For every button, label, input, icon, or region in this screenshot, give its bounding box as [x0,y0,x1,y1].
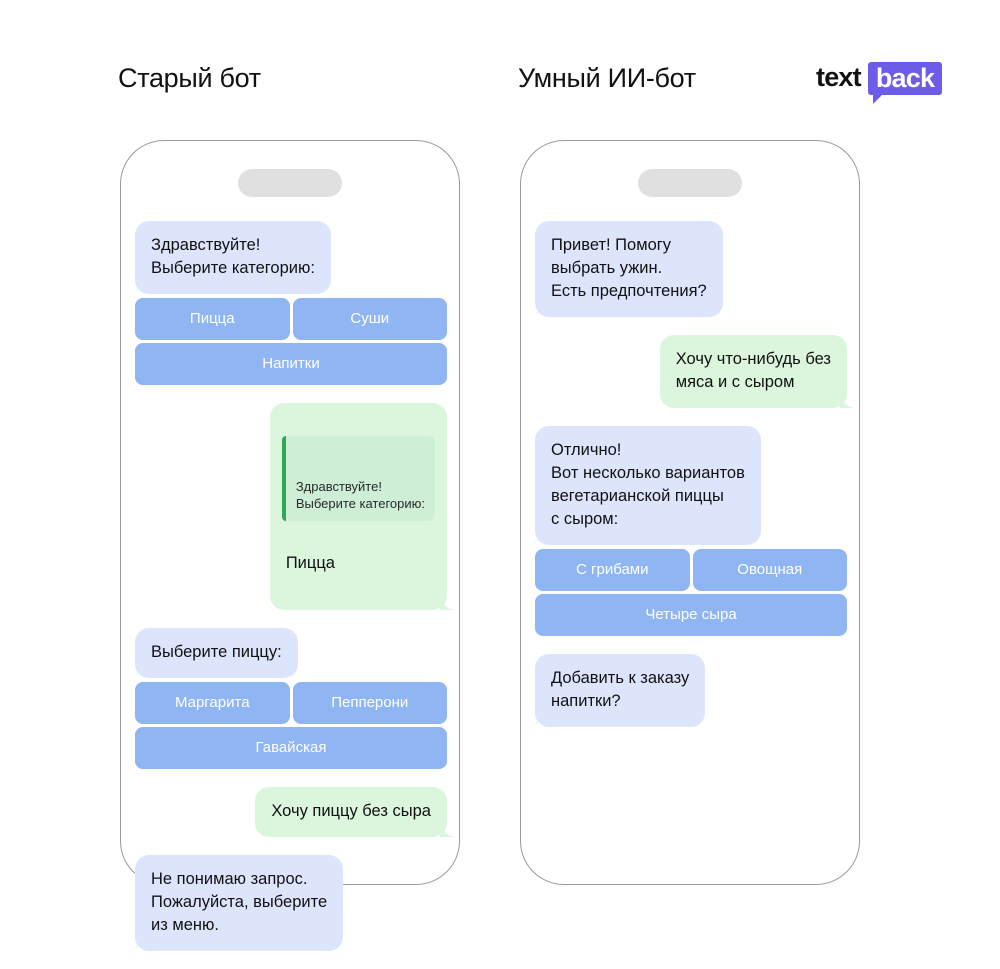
message-bubble-user-no-cheese: Хочу пиццу без сыра [255,787,447,837]
column-title-old-bot: Старый бот [118,63,261,93]
logo-bubble-part: back [875,63,935,93]
quick-reply-four-cheese[interactable]: Четыре сыра [535,594,847,636]
textback-logo: text back [816,62,943,104]
chat-screen-old-bot: Здравствуйте! Выберите категорию: Пицца … [121,221,461,969]
message-bubble-ai-greeting: Привет! Помогу выбрать ужин. Есть предпо… [535,221,723,317]
message-row: Отлично! Вот несколько вариантов вегетар… [535,426,847,545]
quick-reply-margarita[interactable]: Маргарита [135,682,290,724]
message-bubble-choose-pizza: Выберите пиццу: [135,628,298,678]
message-bubble-ai-suggestions: Отлично! Вот несколько вариантов вегетар… [535,426,761,545]
quick-reply-mushroom[interactable]: С грибами [535,549,690,591]
quoted-message-text: Здравствуйте! Выберите категорию: [295,479,425,511]
message-bubble-user-preference: Хочу что-нибудь без мяса и с сыром [659,335,847,408]
page-header: Старый бот Умный ИИ-бот text back [0,0,1000,130]
quick-reply-vegetable[interactable]: Овощная [692,549,847,591]
column-title-ai-bot: Умный ИИ-бот [518,63,696,93]
message-bubble-old-bot-greeting: Здравствуйте! Выберите категорию: [135,221,331,294]
quick-reply-row: Пицца Суши [135,298,447,340]
message-row: Здравствуйте! Выберите категорию: [135,221,447,294]
message-row: Привет! Помогу выбрать ужин. Есть предпо… [535,221,847,317]
phone-notch-icon [238,169,342,197]
quote-accent-bar [281,436,286,521]
message-bubble-ai-upsell: Добавить к заказу напитки? [535,654,706,727]
quick-reply-pepperoni[interactable]: Пепперони [292,682,447,724]
message-bubble-user-pizza-quoted: Здравствуйте! Выберите категорию: Пицца [269,403,447,610]
message-text-user-pizza: Пицца [285,554,335,572]
quick-replies-suggestions: С грибами Овощная Четыре сыра [535,549,847,636]
logo-bubble-icon: back [867,62,943,104]
quick-reply-drinks[interactable]: Напитки [135,343,447,385]
quick-reply-row: Гавайская [135,727,447,769]
message-row: Хочу что-нибудь без мяса и с сыром [535,335,847,408]
message-row: Не понимаю запрос. Пожалуйста, выберите … [135,855,447,951]
message-row: Хочу пиццу без сыра [135,787,447,837]
message-row: Здравствуйте! Выберите категорию: Пицца [135,403,447,610]
message-bubble-fallback: Не понимаю запрос. Пожалуйста, выберите … [135,855,344,951]
logo-text-part: text [816,62,862,92]
quick-replies-pizzas: Маргарита Пепперони Гавайская [135,682,447,769]
message-row: Выберите пиццу: [135,628,447,678]
quoted-message: Здравствуйте! Выберите категорию: [281,436,435,521]
quick-reply-row: С грибами Овощная [535,549,847,591]
quick-reply-row: Напитки [135,343,447,385]
quick-reply-sushi[interactable]: Суши [292,298,447,340]
quick-reply-row: Четыре сыра [535,594,847,636]
quick-reply-row: Маргарита Пепперони [135,682,447,724]
quick-replies-categories: Пицца Суши Напитки [135,298,447,385]
quick-reply-pizza[interactable]: Пицца [135,298,290,340]
phone-mockup-old-bot: Здравствуйте! Выберите категорию: Пицца … [120,140,460,951]
phone-notch-icon [638,169,742,197]
phone-mockup-ai-bot: Привет! Помогу выбрать ужин. Есть предпо… [520,140,860,885]
quick-reply-hawaiian[interactable]: Гавайская [135,727,447,769]
message-row: Добавить к заказу напитки? [535,654,847,727]
chat-screen-ai-bot: Привет! Помогу выбрать ужин. Есть предпо… [521,221,861,745]
